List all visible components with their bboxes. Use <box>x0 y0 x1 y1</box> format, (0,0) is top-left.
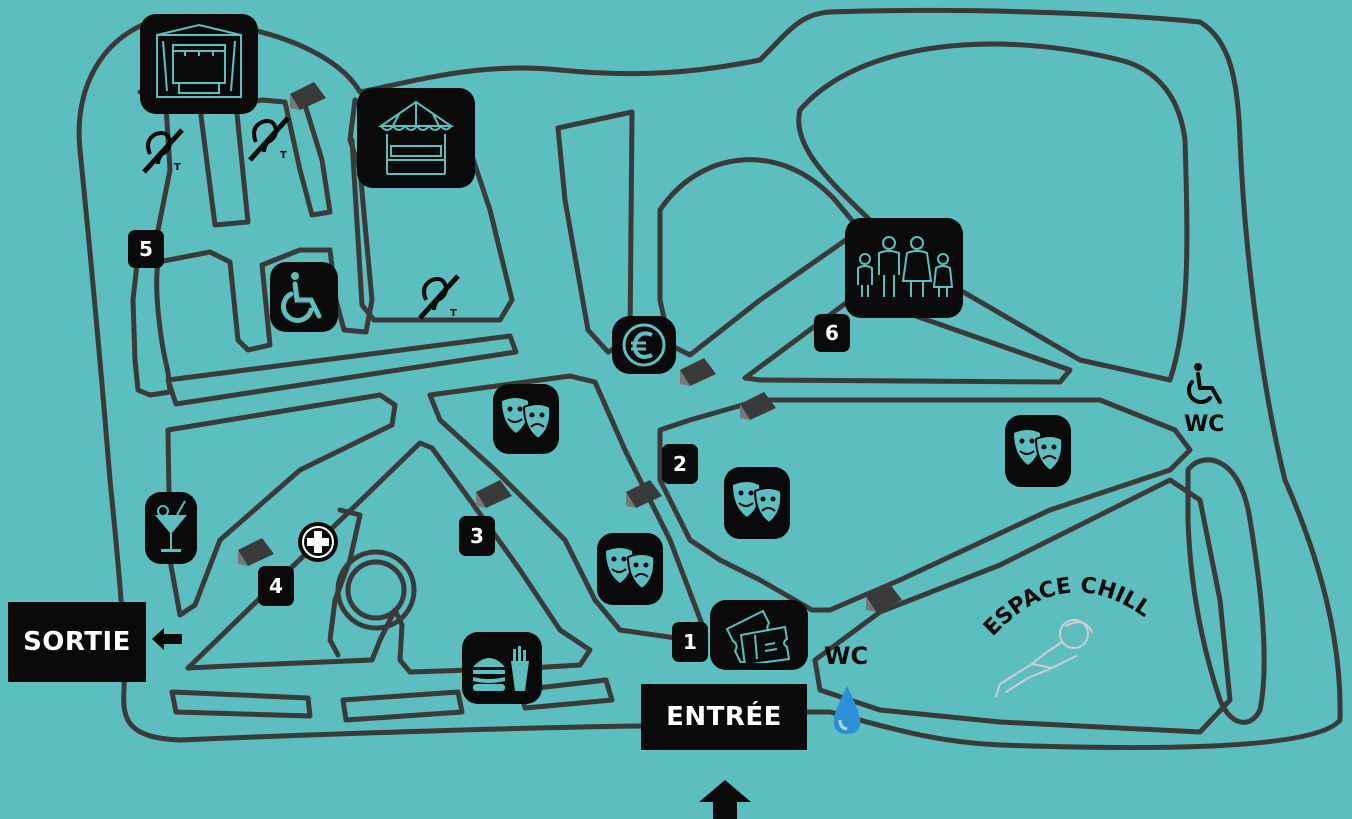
speaker-5 <box>626 480 662 508</box>
theatre-tile-4[interactable] <box>1005 415 1071 487</box>
lounging-person-icon <box>995 619 1093 697</box>
arrow-icon <box>699 780 751 819</box>
top-right-loop-path <box>796 41 1190 383</box>
theatre-masks-icon <box>1014 430 1064 473</box>
marker-3[interactable]: 3 <box>459 516 495 556</box>
roundabout-path <box>335 549 417 631</box>
far-right-loop-path <box>1185 457 1267 725</box>
chill-zone-figure <box>995 619 1093 697</box>
hearing-loop-3: T <box>414 270 464 322</box>
theatre-masks-icon <box>502 398 552 441</box>
lower-inner-path <box>327 507 363 658</box>
exit-arrow <box>152 628 182 650</box>
bottom-bar-left-path <box>169 689 313 719</box>
marker-1[interactable]: 1 <box>672 622 708 662</box>
speaker-icon <box>740 392 776 420</box>
svg-text:T: T <box>450 308 457 319</box>
svg-text:T: T <box>174 162 181 173</box>
roundabout-inner-path <box>345 559 407 621</box>
lower-left-block-path <box>165 392 398 618</box>
chill-zone-label: ESPACE CHILL <box>979 573 1155 641</box>
speaker-6 <box>238 538 274 566</box>
speaker-icon <box>866 584 902 612</box>
theatre-masks-icon <box>733 482 783 525</box>
stage-icon <box>156 23 242 98</box>
speaker-icon <box>290 82 326 110</box>
family-icon <box>857 236 954 297</box>
speaker-2 <box>680 358 716 386</box>
hearing-loop-icon: T <box>142 128 184 174</box>
speaker-1 <box>290 82 326 110</box>
speaker-icon <box>238 538 274 566</box>
bottom-bar-mid-path <box>340 689 465 723</box>
marker-5[interactable]: 5 <box>128 230 164 268</box>
entrance-sign[interactable]: ENTRÉE <box>641 684 807 750</box>
wc-label: WC <box>824 642 869 670</box>
svg-text:T: T <box>280 150 287 161</box>
wheelchair-tile[interactable] <box>270 262 338 332</box>
stage-tile[interactable] <box>140 14 258 114</box>
speaker-3 <box>740 392 776 420</box>
theatre-tile-2[interactable] <box>724 467 790 539</box>
hearing-loop-icon: T <box>248 116 290 162</box>
marker-4[interactable]: 4 <box>258 566 294 606</box>
tickets-tile[interactable] <box>710 600 808 670</box>
water-point <box>833 686 861 734</box>
theatre-tile-1[interactable] <box>493 384 559 454</box>
theatre-masks-icon <box>606 548 656 591</box>
stage-inner-path <box>177 97 333 228</box>
speaker-7 <box>866 584 902 612</box>
euro-tile[interactable] <box>612 316 676 374</box>
marker-2[interactable]: 2 <box>662 444 698 484</box>
kiosk-icon <box>377 100 455 175</box>
food-tile[interactable] <box>462 632 542 704</box>
theatre-tile-3[interactable] <box>597 533 663 605</box>
speaker-icon <box>680 358 716 386</box>
exit-sign[interactable]: SORTIE <box>8 602 146 682</box>
wheelchair-icon <box>280 272 322 323</box>
hearing-loop-1: T <box>138 124 188 176</box>
long-bar-path <box>165 333 519 407</box>
euro-icon <box>622 323 666 367</box>
tickets-icon <box>725 609 791 663</box>
arrow-icon <box>152 628 182 650</box>
speaker-icon <box>626 480 662 508</box>
chill-area-path <box>812 477 1233 735</box>
hearing-loop-2: T <box>244 112 294 164</box>
first-aid-marker[interactable] <box>296 520 340 564</box>
speaker-4 <box>476 480 512 508</box>
bar-tile[interactable] <box>145 492 197 564</box>
kiosk-tile[interactable] <box>357 88 475 188</box>
middle-loop-path <box>657 157 863 358</box>
central-triangle-path <box>427 373 708 643</box>
burger-fries-icon <box>473 646 529 691</box>
euro-strip-path <box>555 109 635 355</box>
wheelchair-icon <box>1186 363 1222 405</box>
first-aid-icon <box>298 522 338 562</box>
speaker-icon <box>476 480 512 508</box>
right-field-path <box>657 397 1193 613</box>
cocktail-icon <box>155 500 187 552</box>
hearing-loop-icon: T <box>418 274 460 320</box>
entrance-arrow <box>699 780 751 819</box>
accessible-wc-marker <box>1186 363 1222 405</box>
water-drop-icon <box>833 686 861 734</box>
marker-6[interactable]: 6 <box>814 314 850 352</box>
accessible-wc-label: WC <box>1184 412 1225 437</box>
family-tile[interactable] <box>845 218 963 318</box>
